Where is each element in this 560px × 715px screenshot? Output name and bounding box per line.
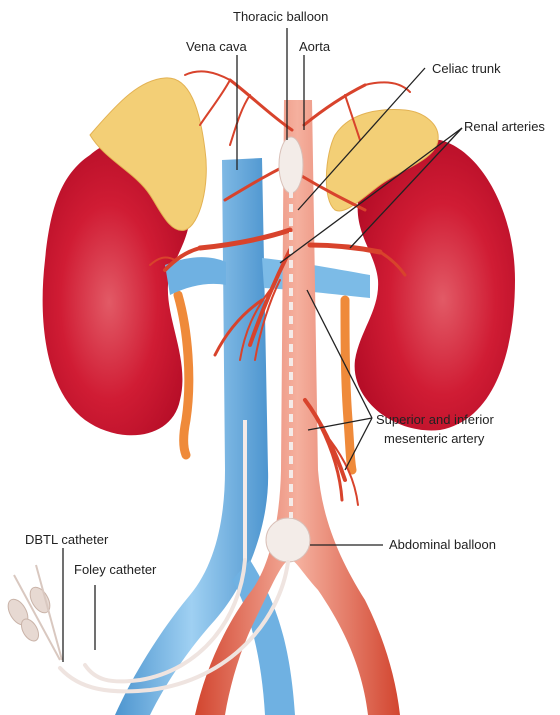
label-abdominal-balloon: Abdominal balloon bbox=[389, 537, 496, 552]
thoracic-balloon bbox=[279, 137, 303, 193]
label-renal-arteries: Renal arteries bbox=[464, 119, 545, 134]
label-mesenteric-line1: Superior and inferior bbox=[376, 412, 494, 427]
label-mesenteric-line2: mesenteric artery bbox=[384, 431, 485, 446]
catheter-hubs bbox=[4, 565, 62, 660]
label-thoracic-balloon: Thoracic balloon bbox=[233, 9, 328, 24]
label-dbtl-catheter: DBTL catheter bbox=[25, 532, 109, 547]
label-celiac-trunk: Celiac trunk bbox=[432, 61, 501, 76]
label-aorta: Aorta bbox=[299, 39, 331, 54]
right-ureter bbox=[345, 300, 352, 470]
abdominal-balloon bbox=[266, 518, 310, 562]
label-foley-catheter: Foley catheter bbox=[74, 562, 157, 577]
label-vena-cava: Vena cava bbox=[186, 39, 247, 54]
